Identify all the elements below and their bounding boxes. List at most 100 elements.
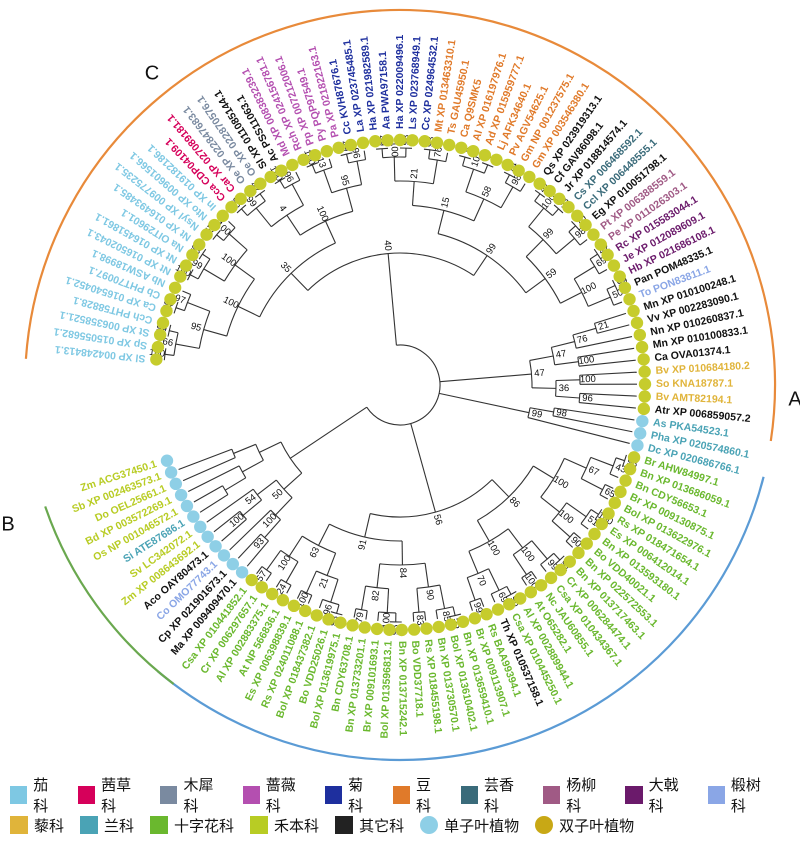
tree-branch [206,488,254,523]
clade-label: B [1,513,14,535]
dicot-dot-icon [635,340,649,354]
dicot-dot-icon [627,304,640,318]
legend-item: 藜科 [10,815,64,836]
tree-branch [579,371,637,376]
bootstrap-value: 100 [579,280,598,297]
monocot-dot-icon [187,510,200,523]
dicot-dot-icon [179,259,193,272]
legend-swatch [460,786,478,804]
tree-branch [377,611,380,622]
tree-branch [531,540,548,560]
leaf-label: Aa PWA97158.1 [377,51,393,130]
dicot-dot-icon [468,612,482,625]
tree-branch-arc [462,165,485,174]
monocot-dot-icon [160,454,174,467]
tree-branch [527,417,630,444]
tree-branch [525,239,544,258]
legend-label: 十字花科 [174,817,235,835]
tree-branch [296,590,302,599]
dicot-dot-icon [607,259,621,272]
tree-branch-arc [589,258,600,275]
tree-branch-arc [340,152,353,157]
tree-branch [432,159,438,184]
tree-branch [473,198,485,222]
tree-branch [346,153,350,163]
tree-branch [307,595,313,604]
dicot-dot-icon [524,585,538,599]
dicot-dot-icon [356,136,370,150]
legend-label: 蔷薇科 [265,777,296,815]
tree-branch [476,520,490,542]
dicot-dot-icon [456,615,470,628]
tree-branch-arc [553,204,564,214]
monocot-dot-icon [169,477,183,491]
tree-branch [491,479,510,498]
dicot-dot-icon [562,200,575,214]
tree-branch [323,169,333,193]
dicot-dot-icon [381,134,394,147]
tree-branch [551,520,571,538]
dicot-dot-icon [594,238,607,251]
tree-branch-arc [572,334,577,349]
dicot-dot-icon [393,133,407,147]
tree-branch-arc [198,248,207,260]
legend-swatch [77,786,96,804]
legend: 茄科 茜草科 木犀科 蔷薇科 菊科 豆科 芸香科 杨柳科 大戟科 椴树科 藜科 … [10,777,790,840]
tree-branch [364,513,371,538]
tree-branch [175,343,200,349]
dicot-dot-icon [637,402,651,416]
tree-branch [445,152,449,162]
tree-branch [279,180,286,189]
tree-branch [241,208,248,216]
tree-branch-arc [550,347,556,365]
tree-branch [615,457,625,462]
dicot-dot-icon [370,622,384,636]
tree-branch [424,611,427,621]
tree-branch-arc [593,248,602,260]
tree-branch [598,268,608,275]
tree-branch [311,164,317,174]
tree-branch [288,535,303,557]
tree-branch [233,443,256,454]
dicot-dot-icon [455,141,468,154]
bootstrap-value: 82 [370,590,382,602]
tree-branch [325,220,336,244]
legend-swatch [150,816,169,834]
bootstrap-value: 83 [414,614,426,625]
tree-branch-arc [609,457,617,475]
tree-branch [336,604,340,614]
bootstrap-value: 15 [439,196,452,209]
tree-branch-arc [365,585,389,590]
dicot-dot-icon [478,148,492,162]
tree-root-arc [366,344,441,426]
bootstrap-value: 100 [388,141,399,157]
tree-branch [216,234,224,241]
bootstrap-value: 56 [431,513,444,526]
legend-item: 椴树科 [707,774,774,816]
tree-branch [228,233,248,251]
tree-branch-arc [505,182,521,192]
tree-branch [551,341,575,348]
tree-branch [275,579,282,588]
leaf-label: So KNA18787.1 [656,378,733,390]
bootstrap-value: 59 [544,266,559,281]
dicot-dot-icon [638,365,651,378]
tree-branch-arc [315,166,333,174]
dicot-dot-icon [534,579,548,592]
bootstrap-value: 43 [614,462,628,476]
tree-branch [579,239,588,246]
dicot-dot-icon [153,328,167,342]
tree-branch [228,220,236,229]
legend-item: 菊科 [324,774,377,816]
tree-branch [363,150,367,160]
bootstrap-value: 58 [480,185,494,199]
bootstrap-value: 99 [531,408,544,421]
legend-item: 禾本科 [250,815,319,836]
tree-branch [237,305,260,318]
dicot-dot-icon [432,620,445,634]
tree-branch [473,255,488,276]
tree-branch [566,502,587,518]
dicot-dot-icon [244,184,257,198]
dicot-dot-icon [225,200,238,214]
dicot-dot-icon [580,537,593,550]
